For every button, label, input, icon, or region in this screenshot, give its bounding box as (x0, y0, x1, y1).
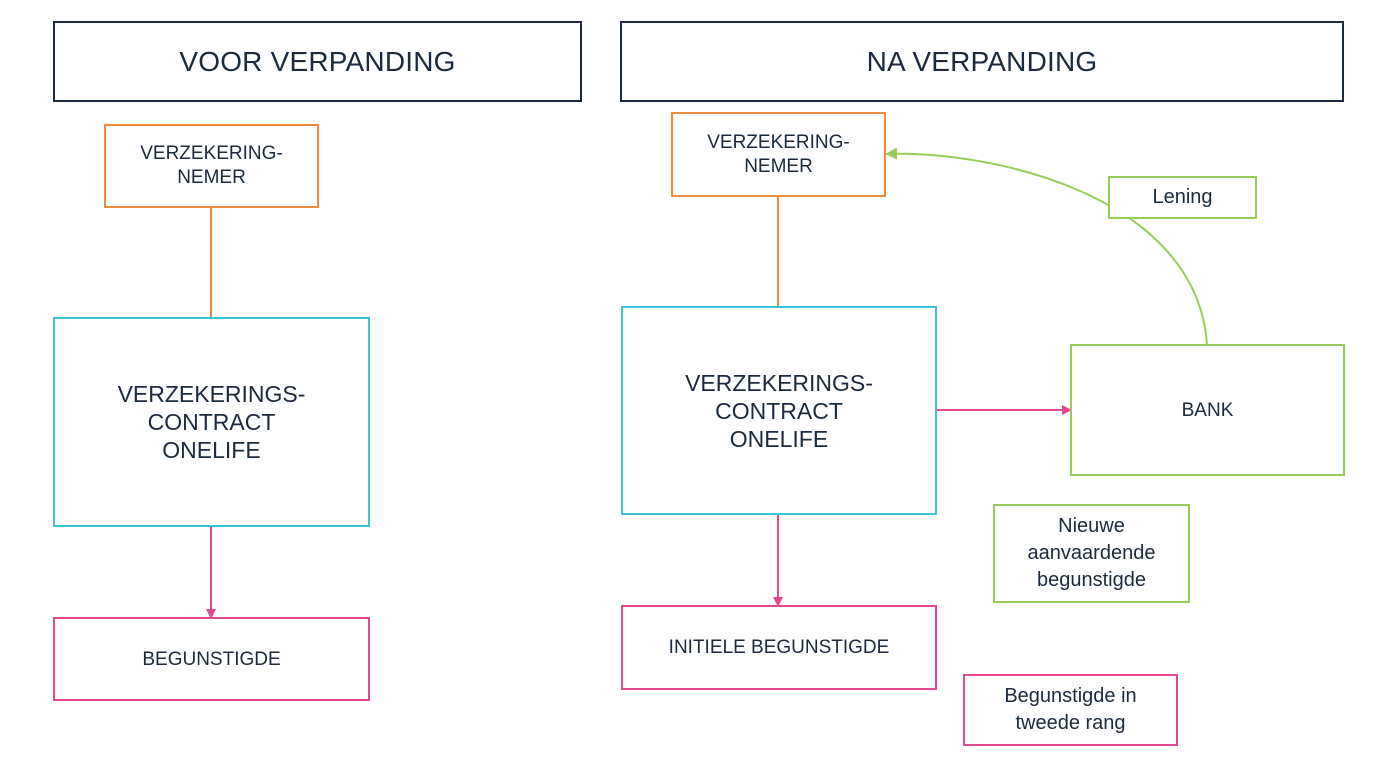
new-beneficiary-line-1: Nieuwe (1058, 515, 1125, 537)
loan-box: Lening (1108, 176, 1257, 219)
left-contract-line-1: VERZEKERINGS- (117, 381, 306, 407)
right-policyholder-box: VERZEKERING- NEMER (671, 112, 886, 197)
second-rank-beneficiary-line-1: Begunstigde in (1004, 685, 1137, 707)
left-contract-line-3: ONELIFE (162, 437, 261, 463)
left-title: VOOR VERPANDING (179, 45, 456, 77)
new-beneficiary-box: Nieuwe aanvaardende begunstigde (993, 504, 1190, 603)
left-beneficiary-box: BEGUNSTIGDE (53, 617, 370, 701)
left-policyholder-box: VERZEKERING- NEMER (104, 124, 319, 208)
right-contract-line-1: VERZEKERINGS- (685, 369, 873, 396)
second-rank-beneficiary-line-2: tweede rang (1015, 712, 1126, 734)
loan-label: Lening (1152, 186, 1213, 208)
bank-loan-arrow (885, 147, 1208, 346)
left-contract-line-2: CONTRACT (147, 409, 276, 435)
right-contract-box: VERZEKERINGS- CONTRACT ONELIFE (621, 306, 937, 515)
right-title-box: NA VERPANDING (620, 21, 1344, 102)
right-title: NA VERPANDING (866, 45, 1098, 77)
new-beneficiary-line-3: begunstigde (1037, 569, 1146, 591)
initial-beneficiary-label: INITIELE BEGUNSTIGDE (668, 637, 890, 658)
right-policyholder-line-2: NEMER (744, 155, 813, 177)
left-policyholder-line-2: NEMER (177, 167, 246, 188)
second-rank-beneficiary-box: Begunstigde in tweede rang (963, 674, 1178, 746)
right-contract-line-3: ONELIFE (729, 425, 829, 452)
left-beneficiary-label: BEGUNSTIGDE (142, 648, 281, 670)
left-contract-box: VERZEKERINGS- CONTRACT ONELIFE (53, 317, 370, 527)
initial-beneficiary-box: INITIELE BEGUNSTIGDE (621, 605, 937, 690)
right-contract-line-2: CONTRACT (715, 397, 843, 424)
new-beneficiary-line-2: aanvaardende (1027, 542, 1156, 564)
bank-box: BANK (1070, 344, 1345, 476)
right-policyholder-line-1: VERZEKERING- (707, 131, 850, 153)
left-policyholder-line-1: VERZEKERING- (140, 143, 283, 164)
left-title-box: VOOR VERPANDING (53, 21, 582, 102)
bank-label: BANK (1181, 399, 1234, 421)
